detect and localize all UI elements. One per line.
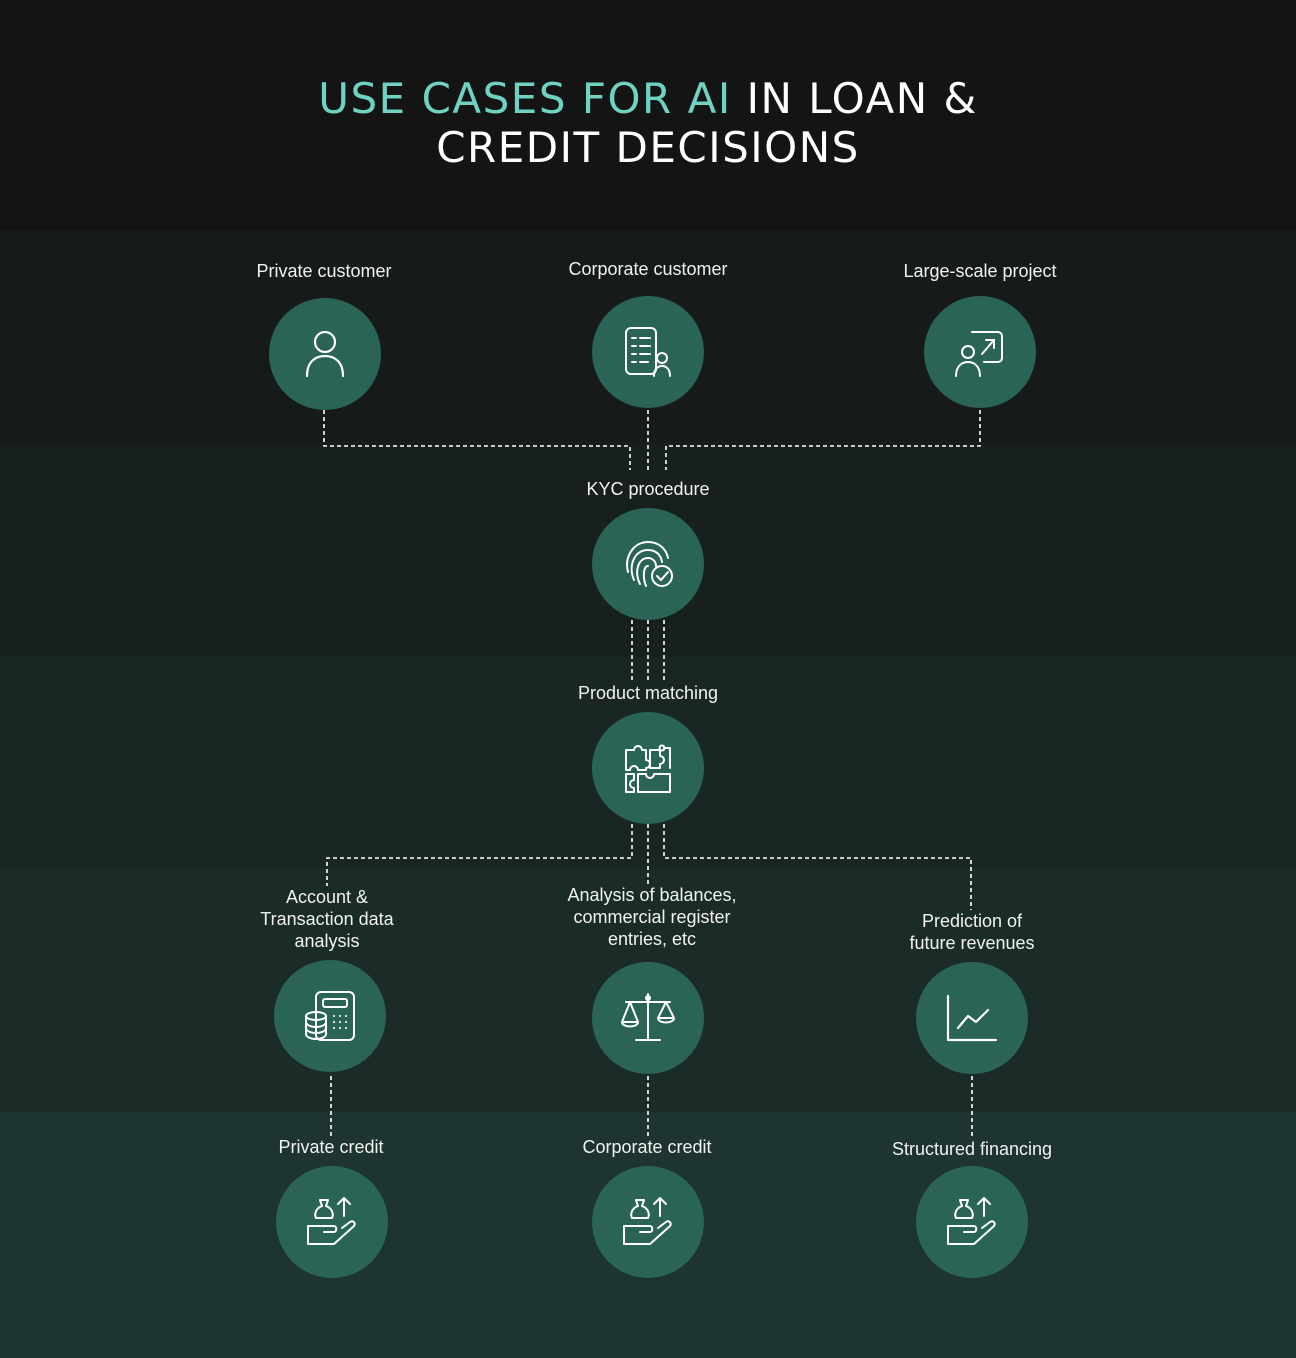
label-line: commercial register — [573, 907, 731, 927]
node-corporate-customer — [592, 296, 704, 408]
title-rest: IN LOAN & — [746, 74, 978, 123]
node-kyc-procedure — [592, 508, 704, 620]
label-structured-financing: Structured financing — [891, 1139, 1053, 1159]
label-line: Analysis of balances, — [567, 885, 737, 905]
title-line2: CREDIT DECISIONS — [436, 123, 860, 172]
fingerprint-check-icon — [626, 540, 673, 587]
node-account-transaction-analysis — [274, 960, 386, 1072]
puzzle-pieces-icon — [625, 744, 671, 793]
node-product-matching — [592, 712, 704, 824]
header-band — [0, 0, 1296, 230]
label-balances-analysis: Analysis of balances, commercial registe… — [532, 884, 772, 950]
label-account-transaction-analysis: Account & Transaction data analysis — [217, 886, 437, 952]
label-large-scale-project: Large-scale project — [903, 261, 1057, 281]
node-private-credit — [276, 1166, 388, 1278]
hand-money-bag-icon — [947, 1197, 996, 1245]
node-structured-financing — [916, 1166, 1028, 1278]
title-accent: USE CASES FOR AI — [318, 74, 732, 123]
document-person-icon — [625, 327, 671, 377]
label-line: Prediction of — [921, 911, 1023, 931]
node-large-scale-project — [924, 296, 1036, 408]
label-line: future revenues — [909, 933, 1035, 953]
person-icon — [305, 330, 345, 378]
calculator-coins-icon — [305, 991, 355, 1041]
label-private-credit: Private credit — [278, 1137, 384, 1157]
label-line: Transaction data — [260, 909, 394, 929]
hand-money-bag-icon — [307, 1197, 356, 1245]
node-private-customer — [269, 298, 381, 410]
label-kyc-procedure: KYC procedure — [586, 479, 710, 499]
page-title: USE CASES FOR AI IN LOAN & CREDIT DECISI… — [0, 74, 1296, 172]
node-corporate-credit — [592, 1166, 704, 1278]
label-line: entries, etc — [607, 929, 697, 949]
node-balances-analysis — [592, 962, 704, 1074]
label-corporate-credit: Corporate credit — [582, 1137, 712, 1157]
label-product-matching: Product matching — [577, 683, 719, 703]
label-corporate-customer: Corporate customer — [568, 259, 728, 279]
line-chart-icon — [946, 994, 998, 1042]
hand-money-bag-icon — [623, 1197, 672, 1245]
presentation-growth-icon — [955, 331, 1003, 377]
balance-scale-icon — [621, 993, 675, 1041]
label-private-customer: Private customer — [256, 261, 392, 281]
node-revenue-prediction — [916, 962, 1028, 1074]
label-line: analysis — [294, 931, 360, 951]
label-line: Account & — [285, 887, 369, 907]
label-revenue-prediction: Prediction of future revenues — [862, 910, 1082, 954]
